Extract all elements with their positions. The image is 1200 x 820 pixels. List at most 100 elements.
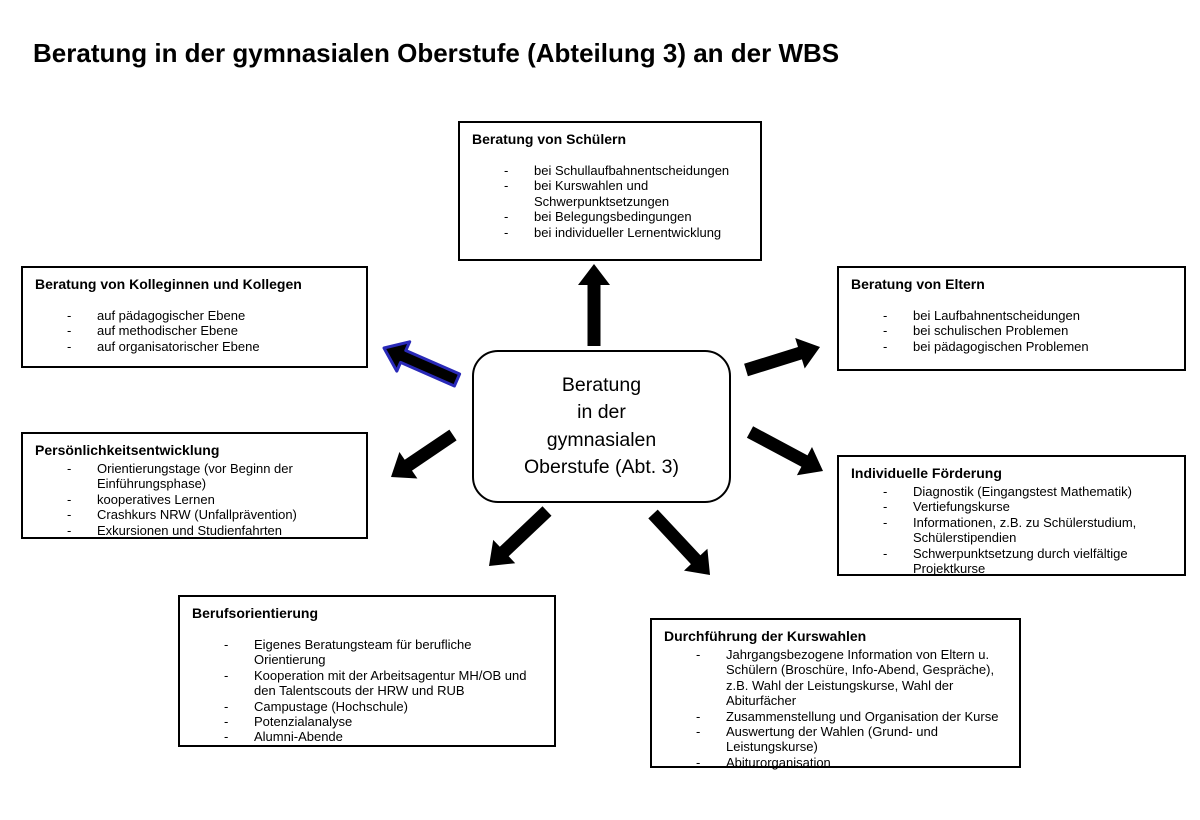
arrow-center-to-persoenlichkeit: [391, 429, 457, 479]
arrow-center-to-foerderung: [746, 426, 823, 476]
dash-bullet: -: [224, 667, 229, 683]
arrow-center-to-berufsorientierung: [489, 506, 552, 566]
box-list: - bei Schullaufbahnentscheidungen-bei Kur…: [472, 163, 748, 240]
dash-bullet: -: [504, 178, 509, 194]
box-title: Beratung von Eltern: [851, 276, 985, 292]
dash-bullet: -: [224, 698, 229, 714]
dash-bullet: -: [504, 163, 509, 178]
list-item: - Zusammenstellung und Organisation der K…: [696, 709, 1007, 724]
list-item: -bei Kurswahlen und Schwerpunktsetzungen: [504, 178, 748, 209]
box-title: Beratung von Schülern: [472, 131, 627, 147]
dash-bullet: -: [883, 338, 888, 354]
box-beratung-von-kollegen: Beratung von Kolleginnen und Kollegen - a…: [21, 266, 368, 368]
list-item-text: Kooperation mit der Arbeitsagentur MH/OB…: [254, 667, 527, 699]
list-item-text: auf methodischer Ebene: [97, 323, 238, 339]
box-persoenlichkeitsentwicklung: Persönlichkeitsentwicklung -Orientierung…: [21, 432, 368, 539]
list-item: -bei Belegungsbedingungen: [504, 209, 748, 224]
box-title: Durchführung der Kurswahlen: [664, 628, 867, 644]
dash-bullet: -: [504, 224, 509, 240]
center-box-line: in der: [577, 401, 626, 423]
dash-bullet: -: [696, 724, 701, 740]
list-item-text: Abiturorganisation: [726, 754, 831, 770]
list-item-text: Zusammenstellung und Organisation der Ku…: [726, 708, 999, 724]
list-item: - Crashkurs NRW (Unfallprävention): [67, 507, 354, 522]
list-item-text: bei individueller Lernentwicklung: [534, 224, 722, 240]
list-item: - Informationen, z.B. zu Schülerstudium, …: [883, 515, 1172, 546]
box-berufsorientierung: Berufsorientierung - Eigenes Beratungstea…: [178, 595, 556, 747]
list-item: - Schwerpunktsetzung durch vielfältige Pr…: [883, 546, 1172, 577]
box-title: Beratung von Kolleginnen und Kollegen: [35, 276, 302, 292]
dash-bullet: -: [696, 647, 701, 662]
list-item: -Orientierungstage (vor Beginn der Einfü…: [67, 461, 354, 492]
box-title: Individuelle Förderung: [851, 465, 1002, 481]
arrow-center-to-kollegen: [382, 340, 462, 388]
page-title: Beratung in der gymnasialen Oberstufe (A…: [33, 38, 840, 68]
box-beratung-von-eltern: Beratung von Eltern -bei Laufbahnentsche…: [837, 266, 1186, 371]
list-item: -Abiturorganisation: [696, 755, 1007, 770]
list-item-text: bei Schullaufbahnentscheidungen: [534, 163, 730, 178]
dash-bullet: -: [883, 484, 888, 499]
list-item-text: Auswertung der Wahlen (Grund- und Leistu…: [726, 724, 938, 755]
list-item: - kooperatives Lernen: [67, 492, 354, 507]
box-title: Berufsorientierung: [192, 605, 319, 621]
box-list: -Jahrgangsbezogene Information von Elter…: [664, 647, 1007, 770]
dash-bullet: -: [696, 708, 701, 724]
list-item: - auf pädagogischer Ebene: [67, 308, 354, 323]
list-item-text: kooperatives Lernen: [97, 491, 215, 507]
box-list: -Orientierungstage (vor Beginn der Einfü…: [35, 461, 354, 538]
dash-bullet: -: [883, 308, 888, 323]
list-item-text: Crashkurs NRW (Unfallprävention): [97, 507, 297, 523]
box-title: Persönlichkeitsentwicklung: [35, 442, 220, 458]
list-item: -Jahrgangsbezogene Information von Elter…: [696, 647, 1007, 709]
list-item: - Exkursionen und Studienfahrten: [67, 523, 354, 538]
center-box-line: Oberstufe (Abt. 3): [524, 456, 679, 478]
list-item-text: Schwerpunktsetzung durch vielfältige Pro…: [913, 545, 1128, 577]
list-item: - Potenzialanalyse: [224, 714, 542, 729]
dash-bullet: -: [224, 714, 229, 730]
arrow-center-to-eltern: [744, 338, 820, 377]
list-item: - Auswertung der Wahlen (Grund- und Leist…: [696, 724, 1007, 755]
dash-bullet: -: [67, 323, 72, 339]
list-item-text: Exkursionen und Studienfahrten: [97, 522, 283, 538]
list-item-text: Alumni-Abende: [254, 729, 343, 745]
center-box-line: Beratung: [561, 373, 642, 396]
dash-bullet: -: [883, 499, 888, 515]
box-list: - Eigenes Beratungsteam für berufliche Or…: [192, 637, 542, 745]
box-list: - auf pädagogischer Ebene - auf methodische…: [35, 308, 354, 354]
dash-bullet: -: [67, 338, 72, 354]
list-item: - Kooperation mit der Arbeitsagentur MH/O…: [224, 668, 542, 699]
list-item: - Vertiefungskurse: [883, 499, 1172, 514]
dash-bullet: -: [67, 491, 72, 507]
list-item: - Diagnostik (Eingangstest Mathematik): [883, 484, 1172, 499]
list-item-text: Diagnostik (Eingangstest Mathematik): [913, 484, 1132, 499]
dash-bullet: -: [883, 545, 888, 561]
list-item-text: Campustage (Hochschule): [254, 698, 408, 714]
list-item-text: Informationen, z.B. zu Schülerstudium, S…: [913, 514, 1137, 546]
list-item-text: Vertiefungskurse: [913, 499, 1010, 515]
list-item: -bei pädagogischen Problemen: [883, 339, 1172, 354]
list-item: - auf methodischer Ebene: [67, 323, 354, 338]
list-item: - auf organisatorischer Ebene: [67, 339, 354, 354]
dash-bullet: -: [67, 507, 72, 523]
dash-bullet: -: [883, 514, 888, 530]
list-item: - Campustage (Hochschule): [224, 699, 542, 714]
list-item-text: Potenzialanalyse: [254, 714, 353, 730]
list-item-text: auf pädagogischer Ebene: [97, 308, 246, 323]
list-item-text: bei Belegungsbedingungen: [534, 209, 692, 225]
box-individuelle-foerderung: Individuelle Förderung - Diagnostik (Eing…: [837, 455, 1186, 576]
list-item-text: Eigenes Beratungsteam für berufliche Ori…: [254, 637, 472, 668]
dash-bullet: -: [883, 323, 888, 339]
box-list: - Diagnostik (Eingangstest Mathematik) - Ve…: [851, 484, 1172, 576]
list-item-text: auf organisatorischer Ebene: [97, 338, 260, 354]
dash-bullet: -: [67, 522, 72, 538]
list-item: - bei schulischen Problemen: [883, 323, 1172, 338]
list-item: - Alumni-Abende: [224, 729, 542, 744]
dash-bullet: -: [224, 637, 229, 652]
box-list: -bei Laufbahnentscheidungen-bei schulisc…: [851, 308, 1172, 354]
list-item-text: bei schulischen Problemen: [913, 323, 1069, 339]
dash-bullet: -: [224, 729, 229, 745]
list-item: -bei Laufbahnentscheidungen: [883, 308, 1172, 323]
dash-bullet: -: [67, 308, 72, 323]
